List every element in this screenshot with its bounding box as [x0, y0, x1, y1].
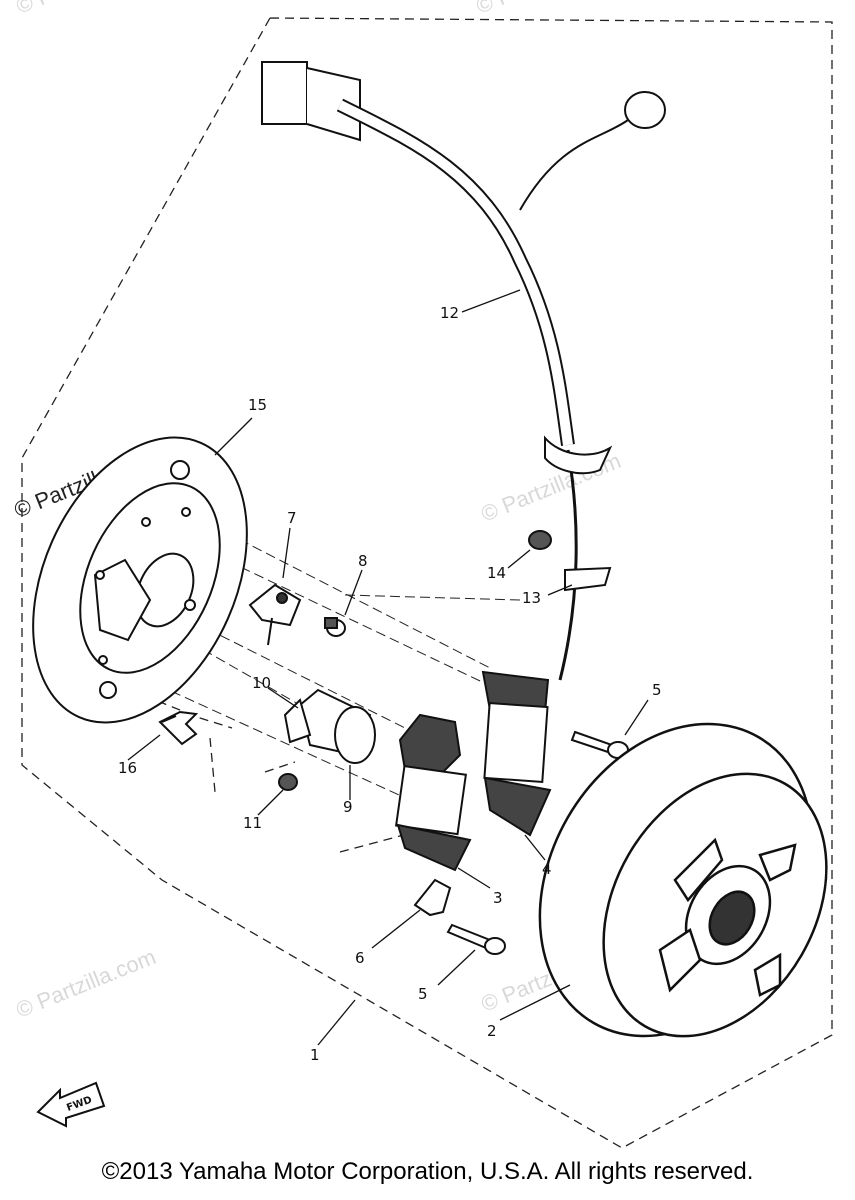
wire-harness	[261, 61, 666, 681]
watermark: © Partzilla.com	[13, 944, 160, 1023]
callout-13: 13	[522, 589, 541, 607]
callout-4: 4	[542, 860, 552, 878]
callouts: 15 7 8 10 9 11 16 12 14 13 5 4 3 6 5 2 1	[118, 304, 662, 1064]
condenser	[283, 688, 376, 764]
screw-11	[278, 773, 298, 791]
lighting-coil	[394, 713, 472, 872]
callout-12: 12	[440, 304, 459, 322]
callout-6: 6	[355, 949, 365, 967]
screw-8	[324, 617, 346, 637]
flywheel-rotor	[538, 722, 828, 1038]
bolt-5-upper	[570, 730, 629, 759]
fwd-arrow-icon: FWD	[36, 1081, 106, 1128]
contact-breaker	[248, 583, 302, 646]
callout-11: 11	[243, 814, 262, 832]
callout-leaders	[127, 289, 649, 1046]
screw-16	[158, 710, 199, 746]
callout-9: 9	[343, 798, 353, 816]
watermark: © Partzilla.com	[13, 0, 160, 19]
callout-5-lower: 5	[418, 985, 428, 1003]
callout-3: 3	[493, 889, 503, 907]
callout-10: 10	[252, 674, 271, 692]
watermark: © Partzilla.com	[473, 0, 620, 19]
source-coil	[481, 670, 552, 837]
plate-6	[413, 878, 452, 917]
callout-2: 2	[487, 1022, 497, 1040]
callout-15: 15	[248, 396, 267, 414]
callout-1: 1	[310, 1046, 320, 1064]
copyright-notice: ©2013 Yamaha Motor Corporation, U.S.A. A…	[101, 1158, 754, 1185]
callout-7: 7	[287, 509, 297, 527]
stator-base-plate	[32, 436, 248, 724]
callout-16: 16	[118, 759, 137, 777]
callout-14: 14	[487, 564, 506, 582]
screw-14	[528, 530, 552, 550]
callout-5-upper: 5	[652, 681, 662, 699]
bolt-5-lower	[446, 923, 506, 955]
callout-8: 8	[358, 552, 368, 570]
